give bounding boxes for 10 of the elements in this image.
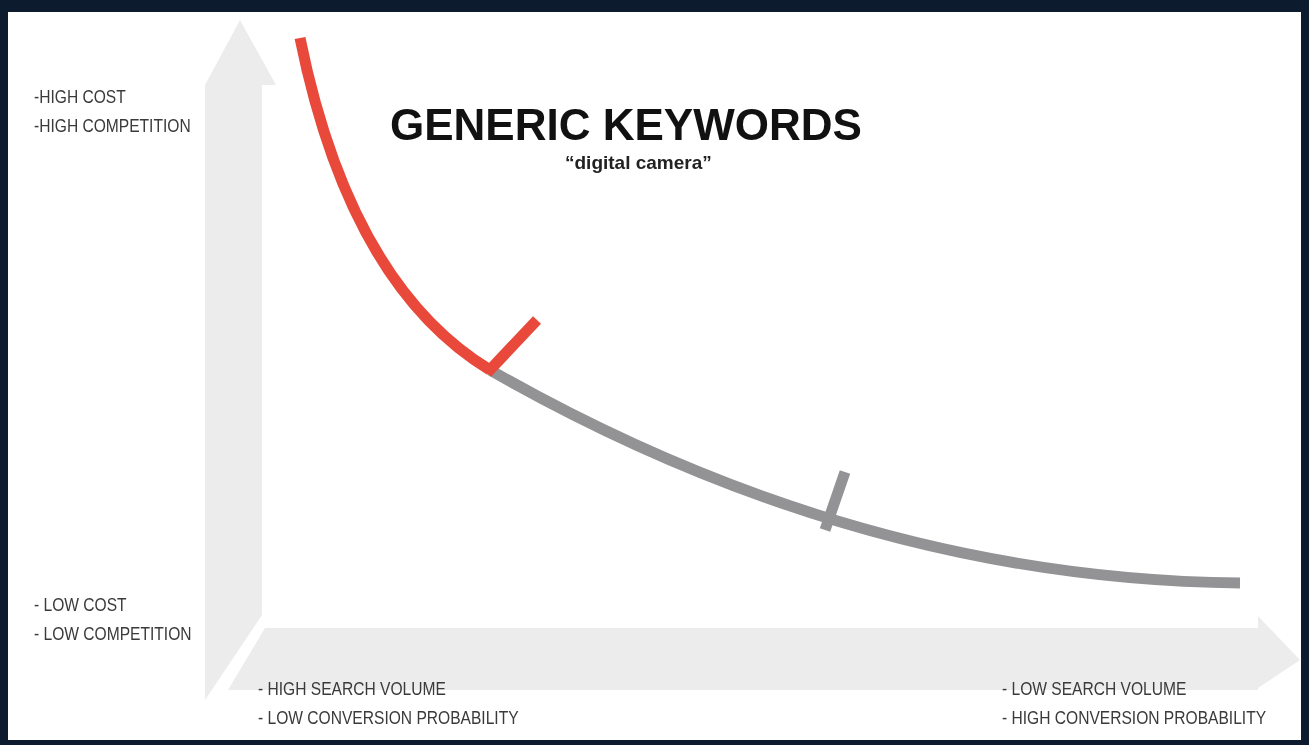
axis-label: - LOW COST bbox=[34, 593, 127, 617]
axis-label: -HIGH COST bbox=[34, 85, 126, 109]
title: GENERIC KEYWORDS bbox=[390, 100, 862, 150]
axis-label: - HIGH SEARCH VOLUME bbox=[258, 677, 446, 701]
axis-label: - LOW SEARCH VOLUME bbox=[1002, 677, 1187, 701]
axis-label: - HIGH CONVERSION PROBABILITY bbox=[1002, 706, 1267, 730]
axis-label: - LOW COMPETITION bbox=[34, 622, 192, 646]
subtitle: “digital camera” bbox=[565, 152, 712, 174]
axis-label: - LOW CONVERSION PROBABILITY bbox=[258, 706, 519, 730]
axis-label: -HIGH COMPETITION bbox=[34, 114, 191, 138]
